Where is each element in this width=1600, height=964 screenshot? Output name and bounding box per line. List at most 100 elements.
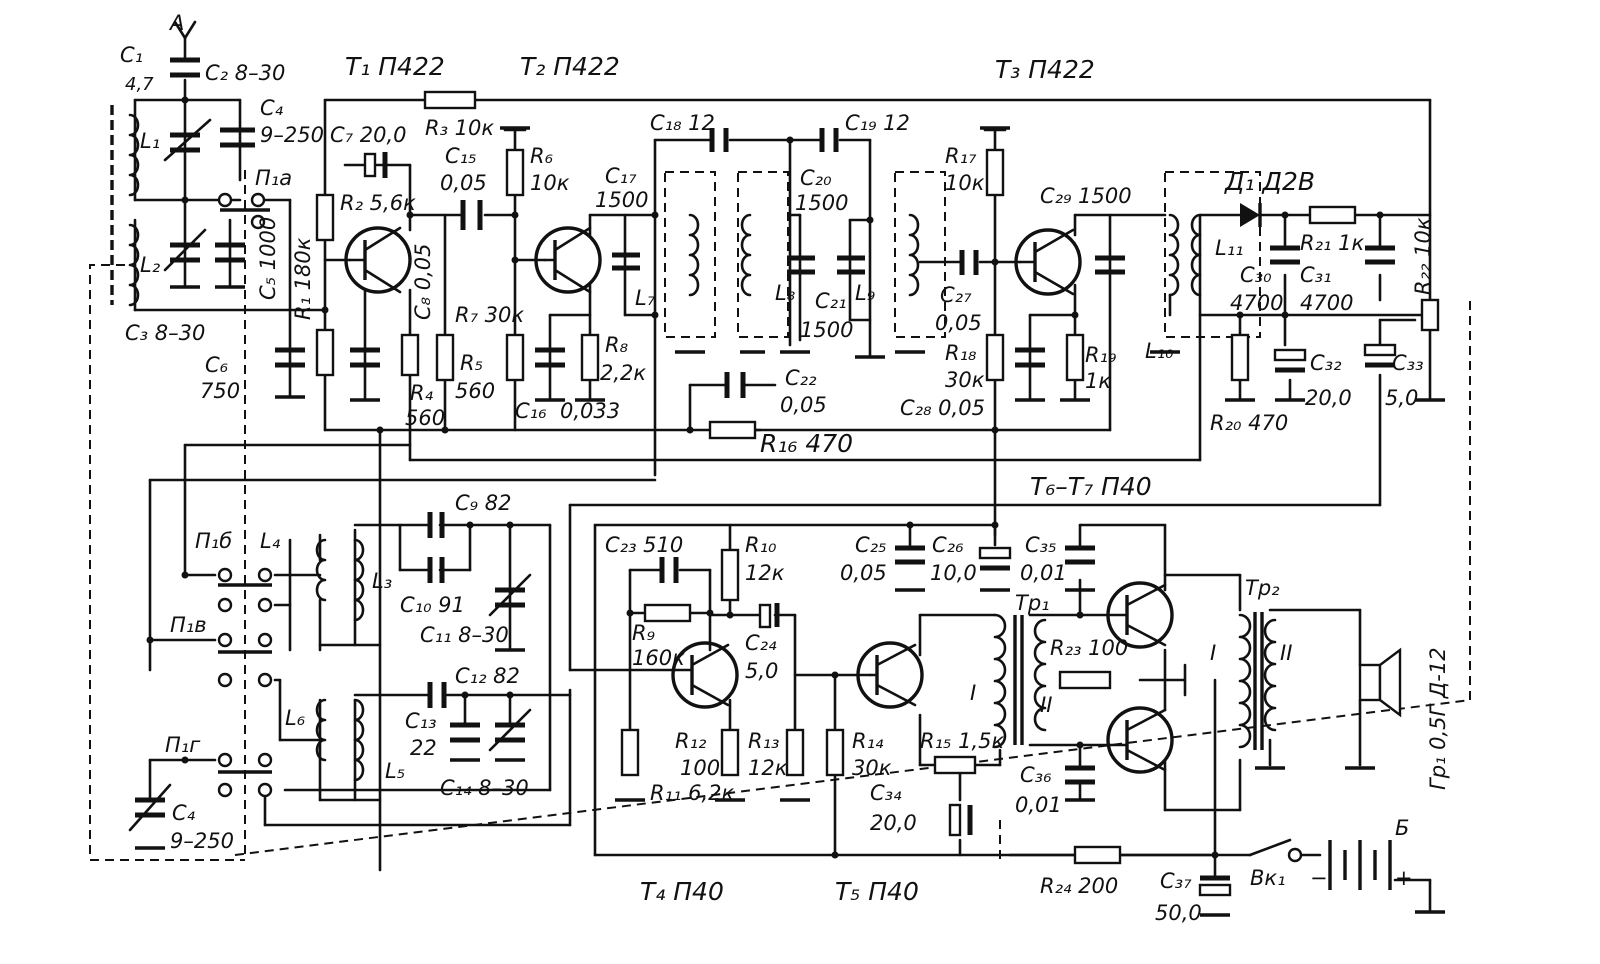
label-winding-ii1: II <box>1040 693 1052 717</box>
label-r17-value: 10к <box>945 171 985 195</box>
label-c31: C₃₁ <box>1300 263 1332 287</box>
resistor-r22 <box>1420 298 1440 332</box>
junctions <box>146 96 1384 859</box>
label-r9-value: 160к <box>632 646 685 670</box>
label-c22-value: 0,05 <box>780 393 827 417</box>
label-c33: C₃₃ <box>1392 351 1424 375</box>
label-c23: C₂₃ 510 <box>605 533 683 557</box>
label-speaker: Гр₁ 0,5Г Д-12 <box>1426 647 1450 790</box>
resistor-r2 <box>315 193 335 242</box>
label-c21-value: 1500 <box>800 318 853 342</box>
label-c20: C₂₀ <box>800 166 832 190</box>
label-r9: R₉ <box>632 621 656 645</box>
label-winding-i1: I <box>970 681 976 705</box>
label-c34-value: 20,0 <box>870 811 917 835</box>
label-c31-value: 4700 <box>1300 291 1353 315</box>
label-c17-value: 1500 <box>595 188 648 212</box>
label-p1v: П₁в <box>170 613 207 637</box>
transistor-t7 <box>1106 706 1174 774</box>
label-tr1: Tp₁ <box>1015 591 1050 615</box>
label-c9: C₉ 82 <box>455 491 511 515</box>
label-r13-value: 12к <box>748 756 788 780</box>
label-c22: C₂₂ <box>785 366 817 390</box>
resistor-r16 <box>708 420 757 440</box>
resistor-r18 <box>985 333 1005 382</box>
ground-symbols <box>135 126 1445 917</box>
resistor-r8 <box>580 333 600 382</box>
label-r22: R₂₂ 10к <box>1411 217 1435 295</box>
resistor-r9 <box>643 603 692 623</box>
label-r3: R₃ 10к <box>425 116 494 140</box>
label-t2: T₂ П422 <box>520 52 620 81</box>
label-c35-value: 0,01 <box>1020 561 1067 585</box>
label-c18: C₁₈ 12 <box>650 111 715 135</box>
label-r17: R₁₇ <box>945 144 977 168</box>
label-l9: L₉ <box>855 281 876 305</box>
label-c6: C₆ <box>205 353 228 377</box>
label-c26: C₂₆ <box>932 533 964 557</box>
label-c30-value: 4700 <box>1230 291 1283 315</box>
resistor-r20 <box>1230 333 1250 382</box>
label-c15: C₁₅ <box>445 144 477 168</box>
label-r16: R₁₆ 470 <box>760 429 853 458</box>
label-winding-i2: I <box>1210 641 1216 665</box>
label-c27-value: 0,05 <box>935 311 982 335</box>
band-switch <box>217 192 273 798</box>
resistor-r4 <box>400 333 420 377</box>
resistor-r1 <box>315 328 335 377</box>
label-r12-value: 100 <box>680 756 720 780</box>
switch-vk1 <box>1287 847 1303 863</box>
label-c25-value: 0,05 <box>840 561 887 585</box>
label-c19: C₁₉ 12 <box>845 111 910 135</box>
label-l7: L₇ <box>635 286 656 310</box>
resistors <box>315 90 1440 865</box>
resistor-r5 <box>505 333 525 382</box>
label-r10: R₁₀ <box>745 533 777 557</box>
resistor-r15 <box>933 755 977 775</box>
label-vk1: Вк₁ <box>1250 866 1286 890</box>
label-r18-value: 30к <box>945 368 985 392</box>
label-c34: C₃₄ <box>870 781 902 805</box>
resistor-r6 <box>505 148 525 197</box>
label-c16: C₁₆ <box>515 399 547 423</box>
label-c36: C₃₆ <box>1020 763 1052 787</box>
label-c4-top-value: 9–250 <box>260 123 324 147</box>
label-c10: C₁₀ 91 <box>400 593 465 617</box>
label-r5-value: 560 <box>455 379 495 403</box>
label-r7: R₇ 30к <box>455 303 524 327</box>
label-winding-ii2: II <box>1280 641 1292 665</box>
transistor-t1 <box>344 226 412 294</box>
label-r6: R₆ <box>530 144 553 168</box>
label-r20: R₂₀ 470 <box>1210 411 1288 435</box>
label-plus: + <box>1395 866 1413 890</box>
label-c20-value: 1500 <box>795 191 848 215</box>
label-c25: C₂₅ <box>855 533 887 557</box>
label-r18: R₁₈ <box>945 341 977 365</box>
label-c2: C₂ 8–30 <box>205 61 285 85</box>
misc-symbols <box>135 96 1445 917</box>
label-r11: R₁₁ 6,2к <box>650 781 735 805</box>
label-r1: R₁ 180к <box>291 237 315 320</box>
label-l4: L₄ <box>260 529 281 553</box>
resistor-r12 <box>720 728 740 777</box>
label-c7: C₇ 20,0 <box>330 123 407 147</box>
label-c15-value: 0,05 <box>440 171 487 195</box>
label-c28: C₂₈ 0,05 <box>900 396 985 420</box>
label-l10: L₁₀ <box>1145 339 1174 363</box>
label-c35: C₃₅ <box>1025 533 1057 557</box>
label-r15: R₁₅ 1,5к <box>920 729 1005 753</box>
label-r21: R₂₁ 1к <box>1300 231 1364 255</box>
label-r2: R₂ 5,6к <box>340 191 416 215</box>
label-r23: R₂₃ 100 <box>1050 636 1128 660</box>
label-c36-value: 0,01 <box>1015 793 1062 817</box>
label-c4-bottom-value: 9–250 <box>170 829 234 853</box>
label-r5: R₅ <box>460 351 483 375</box>
label-t67: T₆–T₇ П40 <box>1030 472 1152 501</box>
resistor-r17 <box>985 148 1005 197</box>
diode-d1 <box>1240 203 1260 227</box>
resistor-r13 <box>785 728 805 777</box>
label-c24-value: 5,0 <box>745 659 778 683</box>
label-d1: Д₁ Д2В <box>1224 167 1315 196</box>
resistor-r23 <box>1058 670 1112 690</box>
